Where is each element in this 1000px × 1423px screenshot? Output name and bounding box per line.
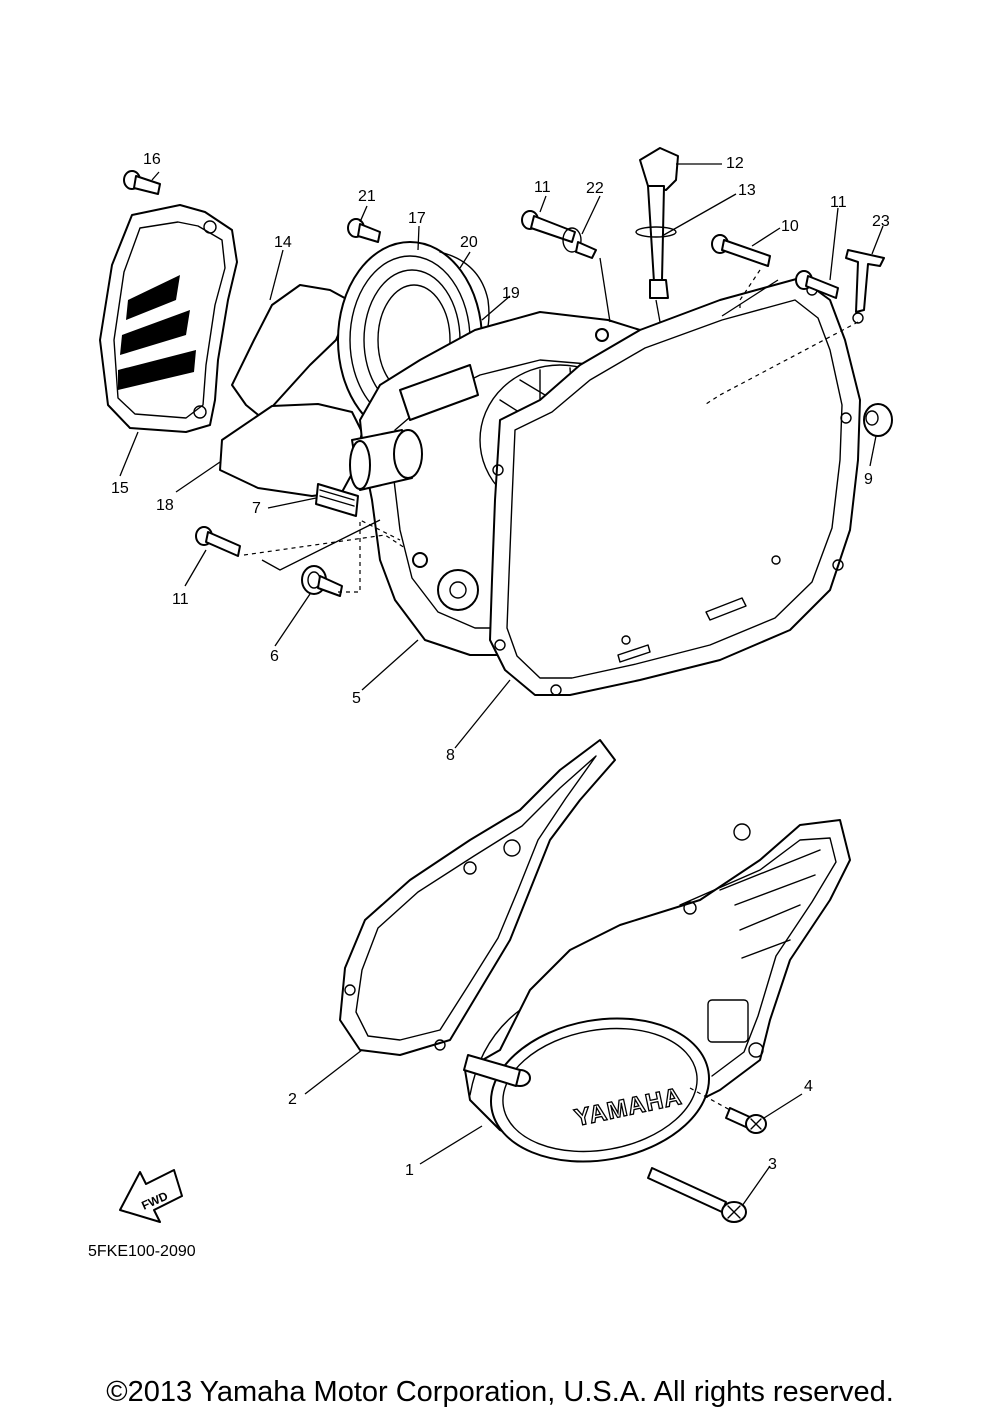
- callout-7: 7: [252, 500, 261, 517]
- callout-8: 8: [446, 747, 455, 764]
- callout-10: 10: [781, 218, 799, 235]
- callout-17: 16: [143, 151, 161, 168]
- copyright-notice: ©2013 Yamaha Motor Corporation, U.S.A. A…: [106, 1376, 894, 1408]
- part-11-bolt-right: [795, 270, 839, 299]
- part-2-gasket: [339, 739, 616, 1056]
- part-21-bolt: [347, 218, 381, 243]
- callout-20: 20: [460, 234, 478, 251]
- part-15-gasket: [231, 284, 353, 419]
- callout-14: 15: [111, 480, 129, 497]
- diagram-code: 5FKE100-2090: [88, 1243, 196, 1260]
- part-11-bolt-top: [521, 210, 576, 243]
- part-9-grommet: [863, 403, 893, 437]
- part-22-clip: [562, 227, 597, 259]
- callout-5: 5: [352, 690, 361, 707]
- part-12-dipstick: [635, 147, 679, 299]
- part-6-screw: [301, 565, 343, 597]
- callout-16: 18: [156, 497, 174, 514]
- callout-18: 17: [408, 210, 426, 227]
- callout-labels: 16 21 17 20 19 14 11 22 12 13 10 11 23 9…: [111, 151, 890, 1179]
- part-14-cover: [99, 204, 238, 433]
- callout-1: 1: [405, 1162, 414, 1179]
- callout-12: 12: [726, 155, 744, 172]
- part-23-clamp: [845, 249, 885, 324]
- callout-6: 6: [270, 648, 279, 665]
- callout-4: 4: [804, 1078, 813, 1095]
- part-8-gasket: [489, 277, 861, 696]
- part-17-bolt: [123, 170, 161, 195]
- callout-11-top: 11: [534, 179, 551, 196]
- part-4-screw: [725, 1107, 767, 1134]
- part-7-seal: [315, 483, 359, 517]
- callout-15: 14: [274, 234, 292, 251]
- part-11-bolt-left: [195, 526, 241, 557]
- callout-3: 3: [768, 1156, 777, 1173]
- callout-22: 22: [586, 180, 604, 197]
- part-10-bolt: [711, 234, 771, 267]
- callout-9: 9: [864, 471, 873, 488]
- callout-11-right: 11: [830, 194, 847, 211]
- callout-21: 21: [358, 188, 376, 205]
- callout-19: 19: [502, 285, 520, 302]
- part-16-plate: [219, 403, 363, 497]
- part-3-screw: [647, 1167, 747, 1223]
- part-1-cover: YAMAHA: [463, 819, 851, 1163]
- callout-11-left: 11: [172, 591, 189, 608]
- callout-2: 2: [288, 1091, 297, 1108]
- fwd-arrow-icon: FWD: [119, 1169, 183, 1223]
- callout-13: 13: [738, 182, 756, 199]
- callout-23: 23: [872, 213, 890, 230]
